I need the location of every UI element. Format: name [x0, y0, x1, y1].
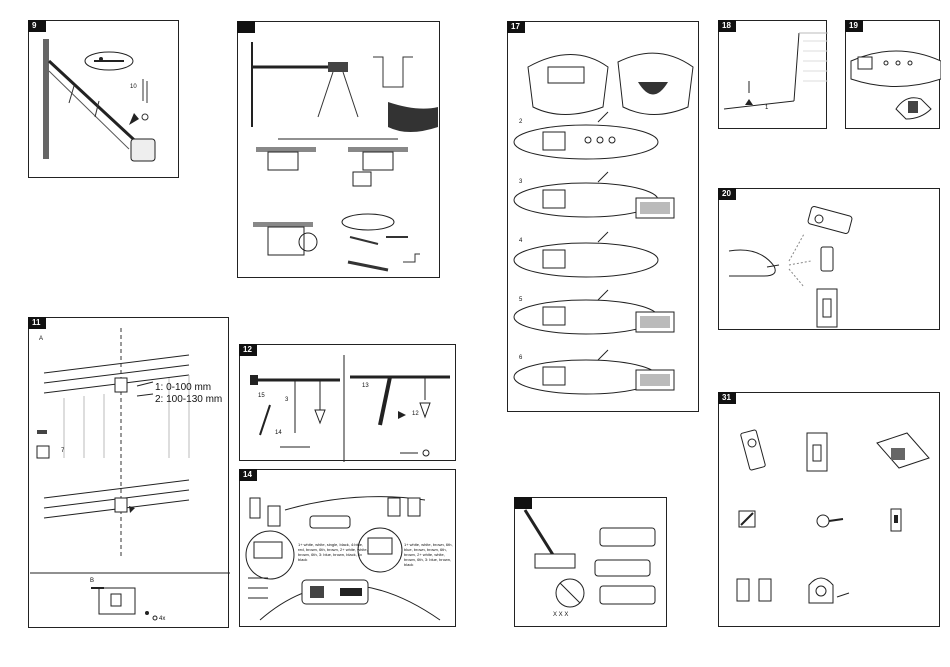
ceiling-sensor-illustration: [723, 32, 828, 110]
range-1-label: 1: 0-100 mm: [155, 382, 212, 393]
part-label-10: 10: [130, 84, 137, 90]
control-unit-steps-illustration: [513, 52, 694, 395]
wall-button-accessory: [806, 432, 828, 472]
remote-usage-illustration: [728, 206, 853, 328]
photocell-accessory: [890, 508, 902, 532]
door-frame-illustration: [30, 328, 230, 621]
lock-accessory: [816, 514, 844, 528]
keypad-accessory: [876, 432, 930, 469]
panel-19: 19: [845, 20, 941, 129]
remote-control-accessory: [740, 429, 766, 471]
step-label-6: 6: [519, 355, 523, 361]
panel-9: 9 10: [28, 20, 179, 178]
panel-14: 14 1+ white, white, single, black, 4:blu…: [239, 469, 456, 627]
panel-31: 31: [718, 392, 940, 627]
panel-number: [514, 497, 532, 509]
disposal-marks: X X X: [553, 612, 569, 618]
step-label-3: 3: [519, 179, 523, 185]
panel-mounting-overview: [237, 21, 440, 278]
panel-number: 18: [718, 20, 736, 32]
accessories-illustration: [736, 429, 930, 604]
section-label-a: A: [39, 336, 44, 342]
warning-lamp-accessory: [808, 577, 850, 604]
step-panels: [513, 124, 675, 395]
part-label-14: 14: [275, 430, 282, 436]
panel-number: 11: [28, 317, 46, 329]
wiring-legend-right: 1+ white, white, brown, 6th, blue, brown…: [404, 542, 453, 567]
panel-number: 19: [845, 20, 863, 32]
step-label-4: 4: [519, 238, 523, 244]
part-label-12: 12: [412, 411, 419, 417]
step-label-2: 2: [519, 119, 523, 125]
part-label-1: 1: [765, 105, 769, 111]
panel-number: 31: [718, 392, 736, 404]
panel-number: 14: [239, 469, 257, 481]
panel-18: 18 1: [718, 20, 828, 129]
wiring-illustration: [245, 496, 441, 621]
part-label-15: 15: [258, 393, 265, 399]
part-label-13: 13: [362, 383, 369, 389]
part-label-7: 7: [61, 448, 65, 454]
panel-number: 12: [239, 344, 257, 356]
section-label-b: B: [90, 578, 95, 584]
range-2-label: 2: 100-130 mm: [155, 394, 223, 405]
remote-pairing-illustration: [850, 50, 941, 120]
panel-11: 11 A 1: 0-100 mm 2: 100-130 mm 7 B 4x: [28, 317, 230, 628]
rail-mounting-illustration: [251, 42, 438, 272]
part-label-3: 3: [285, 397, 289, 403]
panel-12: 12 15 3 14 13 12: [239, 344, 456, 462]
panel-number: 20: [718, 188, 736, 200]
safety-sensor-pair: [736, 578, 772, 602]
panel-17: 17 2: [507, 21, 699, 412]
panel-number: 17: [507, 21, 525, 33]
panel-20: 20: [718, 188, 940, 330]
panel-battery: X X X: [514, 497, 667, 627]
quantity-label: 4x: [159, 616, 166, 622]
step-label-5: 5: [519, 297, 523, 303]
battery-replacement-illustration: [523, 509, 656, 608]
panel-number: 9: [28, 20, 46, 32]
arm-assembly-illustration: [250, 355, 450, 462]
wall-mount-illustration: [43, 39, 156, 162]
key-switch-accessory: [738, 510, 756, 528]
wiring-legend-left: 1+ white, white, single, black, 4:blue, …: [298, 542, 368, 562]
panel-number: [237, 21, 255, 33]
